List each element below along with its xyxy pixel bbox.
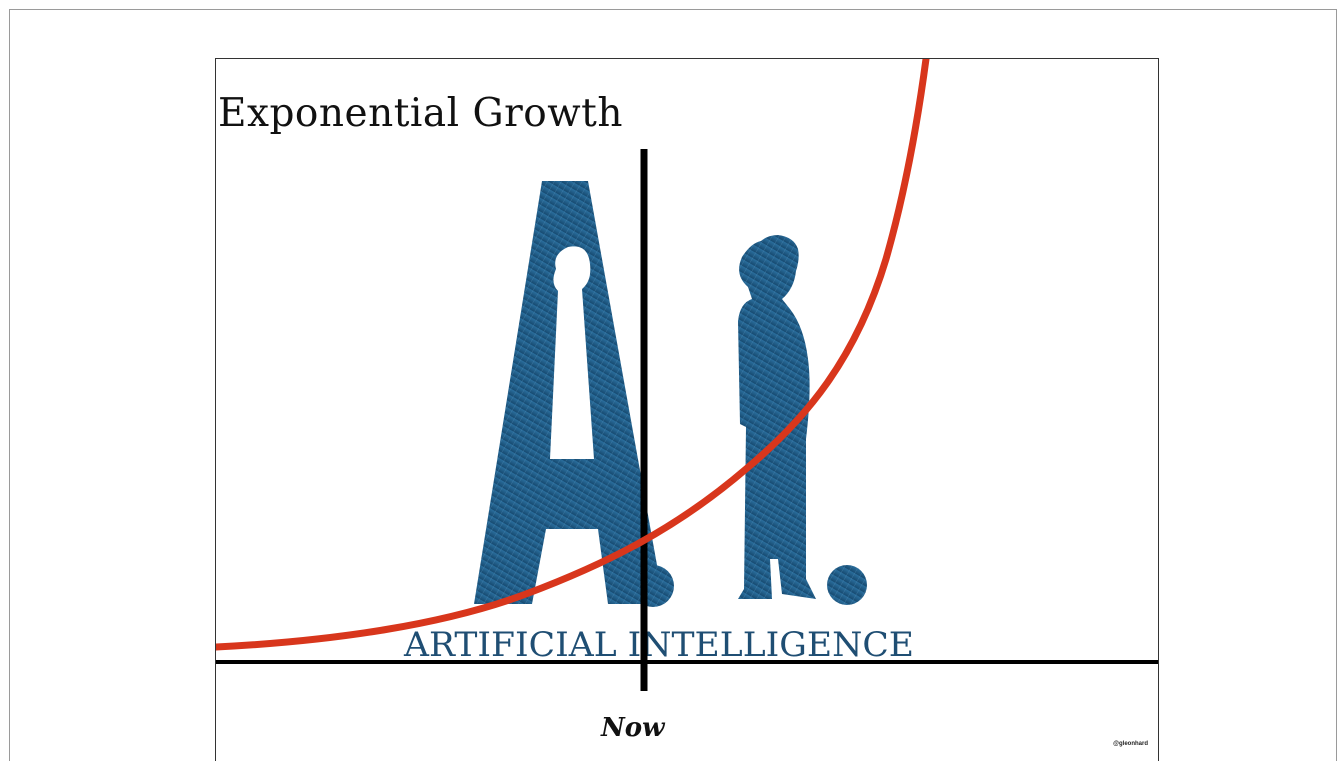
now-label: Now	[601, 713, 665, 743]
logo-subtitle: ARTIFICIAL INTELLIGENCE	[403, 625, 914, 665]
logo-letter-a	[474, 181, 664, 604]
slide-artwork: ARTIFICIAL INTELLIGENCE	[216, 59, 1158, 691]
exponential-curve	[216, 59, 930, 651]
logo-dot-2	[827, 565, 867, 605]
image-frame	[9, 9, 1337, 761]
ai-logo: ARTIFICIAL INTELLIGENCE	[403, 181, 914, 665]
slide: ARTIFICIAL INTELLIGENCE Exponential Grow…	[215, 58, 1159, 761]
slide-title: Exponential Growth	[218, 91, 623, 136]
logo-dot-1	[632, 565, 674, 607]
credit-text: @gleonhard	[1113, 741, 1148, 747]
logo-letter-i-boy	[738, 235, 816, 599]
